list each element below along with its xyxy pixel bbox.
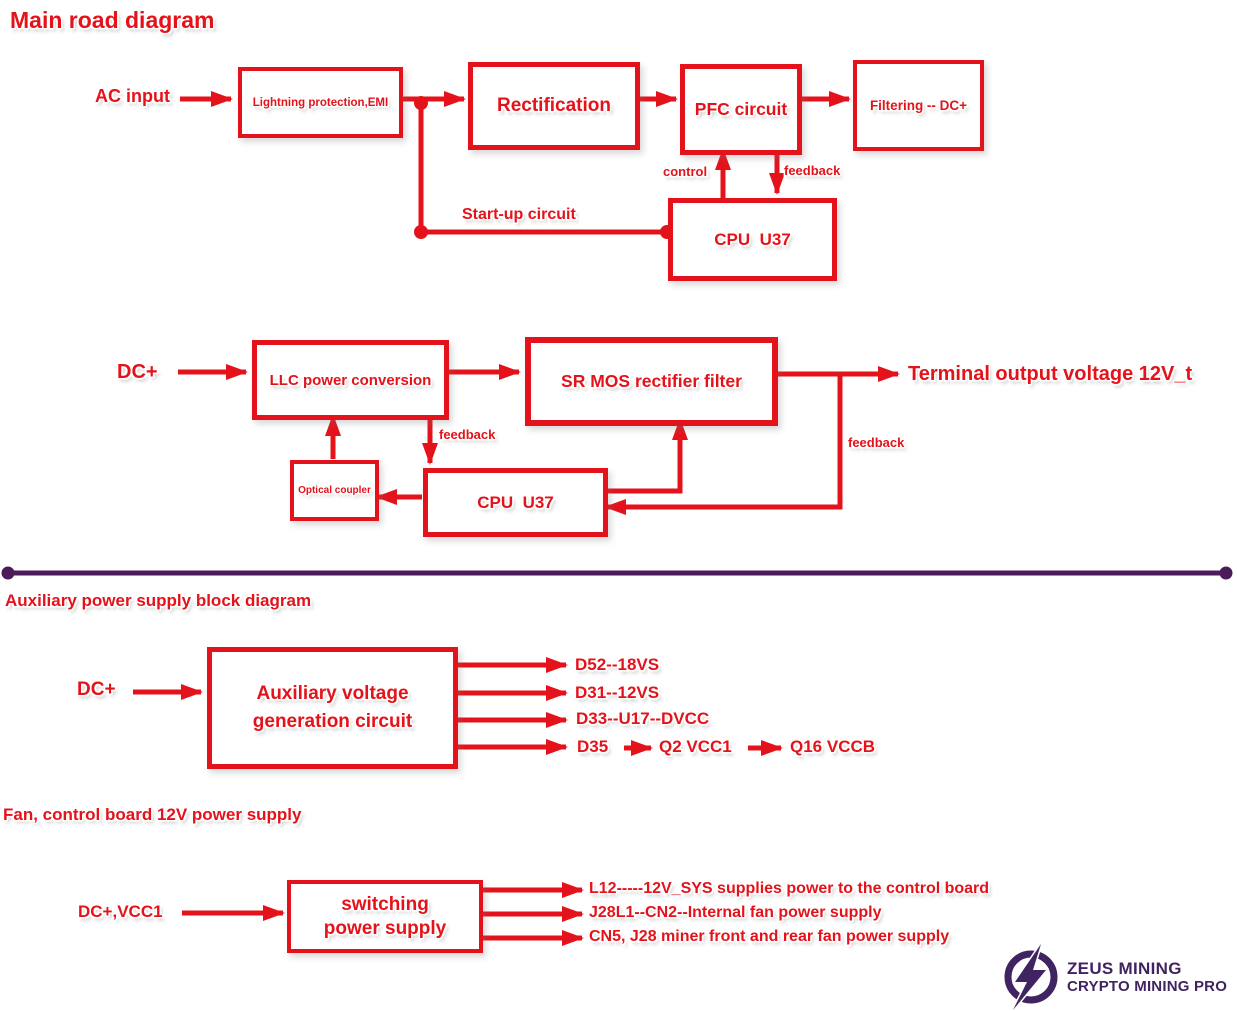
- filtering-box: Filtering -- DC+: [853, 60, 984, 151]
- divider-end-dot: [1219, 566, 1233, 580]
- dc-input-label-aux: DC+: [77, 679, 116, 700]
- cpu-u37-label-llc: CPU U37: [477, 492, 554, 512]
- aux-section-title: Auxiliary power supply block diagram: [5, 591, 312, 610]
- aux-box-line2: generation circuit: [252, 711, 413, 732]
- aux-output-d31: D31--12VS: [575, 683, 660, 702]
- rectification-label: Rectification: [496, 95, 612, 116]
- switching-box-line2: power supply: [323, 917, 447, 939]
- switching-box-line1: switching: [341, 893, 429, 915]
- filtering-label: Filtering -- DC+: [869, 98, 968, 113]
- feedback-label-main: feedback: [784, 163, 841, 178]
- rectification-box: Rectification: [468, 62, 640, 150]
- aux-chain-d35: D35: [577, 737, 609, 756]
- fan-output-cn5: CN5, J28 miner front and rear fan power …: [589, 928, 950, 945]
- startup-circuit-label: Start-up circuit: [462, 206, 576, 223]
- llc-power-conversion-label: LLC power conversion: [269, 371, 432, 389]
- cpu-u37-box-main: CPU U37: [668, 198, 837, 281]
- pfc-circuit-box: PFC circuit: [680, 64, 802, 155]
- feedback-label-llc-left: feedback: [439, 427, 496, 442]
- cpu-u37-label-main: CPU U37: [714, 229, 791, 249]
- aux-output-d33: D33--U17--DVCC: [576, 709, 710, 728]
- cpu-u37-box-llc: CPU U37: [423, 468, 608, 537]
- aux-chain-q2-vcc1: Q2 VCC1: [659, 737, 732, 756]
- dcvcc1-input-label: DC+,VCC1: [78, 902, 163, 921]
- lightning-protection-box: Lightning protection,EMI: [238, 67, 403, 138]
- dc-input-label-llc: DC+: [117, 361, 158, 383]
- logo-name: ZEUS MINING: [1067, 959, 1182, 978]
- divider-end-dot: [1, 566, 15, 580]
- sr-mos-rectifier-filter-label: SR MOS rectifier filter: [561, 371, 742, 391]
- optical-coupler-box: Optical coupler: [290, 460, 379, 521]
- control-label: control: [663, 164, 708, 179]
- main-title: Main road diagram: [10, 7, 215, 33]
- arrow-cpu-srmos: [599, 418, 688, 494]
- aux-box-line1: Auxiliary voltage: [256, 683, 409, 704]
- ac-input-label: AC input: [95, 86, 170, 106]
- sr-mos-rectifier-filter-box: SR MOS rectifier filter: [525, 337, 778, 426]
- zeus-mining-logo-icon: [1004, 943, 1058, 1011]
- fan-section-title: Fan, control board 12V power supply: [3, 805, 302, 824]
- feedback-label-llc-right: feedback: [848, 435, 905, 450]
- terminal-output-label: Terminal output voltage 12V_t: [908, 363, 1193, 385]
- aux-chain-q16-vccb: Q16 VCCB: [790, 737, 876, 756]
- junction-dot: [414, 225, 428, 239]
- switching-power-supply-box: switching power supply: [287, 880, 483, 953]
- lightning-protection-label: Lightning protection,EMI: [252, 96, 389, 109]
- lightning-bolt-icon: [1011, 943, 1050, 1011]
- fan-output-j28l1: J28L1--CN2--Internal fan power supply: [589, 904, 882, 921]
- section-divider: [1, 566, 1233, 580]
- aux-voltage-generation-box: Auxiliary voltage generation circuit: [207, 647, 458, 769]
- logo-circle: [1004, 950, 1058, 1004]
- aux-output-d52: D52--18VS: [575, 655, 660, 674]
- llc-power-conversion-box: LLC power conversion: [252, 340, 449, 420]
- junction-dot: [414, 96, 428, 110]
- optical-coupler-label: Optical coupler: [298, 485, 371, 496]
- pfc-circuit-label: PFC circuit: [694, 99, 788, 119]
- fan-output-l12: L12-----12V_SYS supplies power to the co…: [589, 880, 990, 897]
- logo-tagline: CRYPTO MINING PRO: [1067, 978, 1228, 995]
